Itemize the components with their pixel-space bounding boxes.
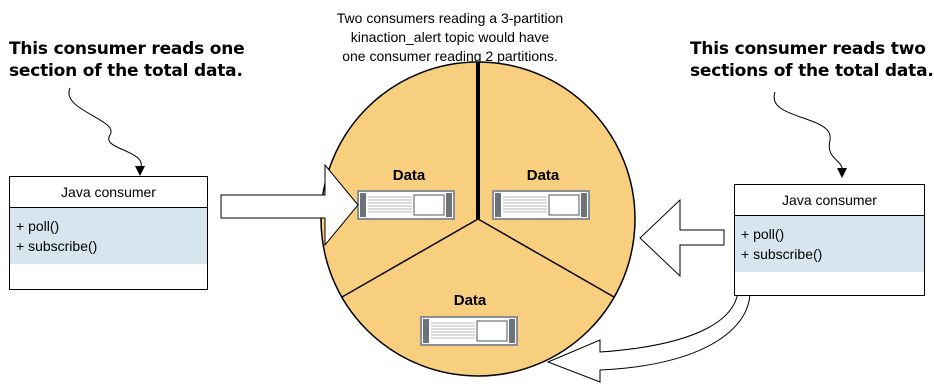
right-java-consumer: Java consumer + poll() + subscribe() [734, 184, 925, 296]
right-note-line-2: sections of the total data. [690, 61, 934, 81]
right-note-line-1: This consumer reads two [690, 39, 926, 59]
right-consumer-arrow-lower [546, 279, 751, 383]
method-subscribe: + subscribe() [16, 238, 98, 254]
left-consumer-note: This consumer reads one section of the t… [9, 38, 245, 82]
method-subscribe: + subscribe() [741, 246, 823, 262]
partition-label: Data [454, 292, 487, 309]
partition-divider-left [341, 218, 479, 298]
server-icon [492, 190, 590, 220]
caption-line-2: kinaction_alert topic would have [350, 29, 550, 45]
consumer-title: Java consumer [10, 177, 207, 208]
consumer-methods: + poll() + subscribe() [735, 216, 924, 272]
right-consumer-note: This consumer reads two sections of the … [690, 38, 934, 82]
method-poll: + poll() [16, 218, 60, 234]
partition-divider-right [477, 218, 615, 298]
consumer-title: Java consumer [735, 185, 924, 216]
left-note-line-1: This consumer reads one [9, 39, 245, 59]
right-note-pointer [773, 91, 843, 173]
consumer-methods: + poll() + subscribe() [10, 208, 207, 264]
partition-label: Data [393, 167, 426, 184]
left-consumer-arrow [220, 163, 359, 247]
caption-line-3: one consumer reading 2 partitions. [342, 48, 558, 64]
right-note-arrowhead [837, 168, 847, 178]
server-icon [420, 316, 518, 346]
left-note-arrowhead [135, 166, 145, 176]
server-icon [357, 190, 455, 220]
left-note-line-2: section of the total data. [9, 61, 243, 81]
left-java-consumer: Java consumer + poll() + subscribe() [9, 176, 208, 290]
left-note-pointer [68, 87, 142, 171]
caption-line-1: Two consumers reading a 3-partition [336, 10, 564, 26]
method-poll: + poll() [741, 226, 785, 242]
diagram-caption: Two consumers reading a 3-partition kina… [300, 9, 600, 66]
right-consumer-arrow-upper [639, 198, 725, 278]
partition-label: Data [527, 167, 560, 184]
